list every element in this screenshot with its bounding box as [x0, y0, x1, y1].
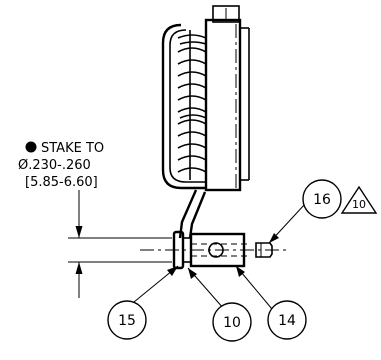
- balloon-10: 10: [212, 302, 252, 342]
- side-plate: [204, 5, 250, 192]
- pin-assembly: [140, 230, 288, 270]
- balloon-16: 16: [302, 179, 342, 219]
- spring-housing: [161, 23, 205, 190]
- bullet-icon: [25, 141, 37, 153]
- balloon-14: 14: [267, 300, 307, 340]
- balloon-15: 15: [107, 300, 147, 340]
- dimension-stake-diameter: [68, 190, 172, 298]
- balloon-10-label: 10: [223, 315, 241, 331]
- balloon-16-label: 16: [313, 192, 331, 208]
- balloon-14-label: 14: [278, 313, 296, 329]
- lever-arm: [178, 189, 207, 239]
- balloon-15-label: 15: [118, 313, 136, 329]
- note-line-1: STAKE TO: [41, 141, 104, 156]
- torsion-spring: [177, 30, 207, 180]
- leader-lines: [133, 203, 306, 310]
- stake-note: STAKE TO Ø.230-.260 [5.85-6.60]: [18, 141, 104, 190]
- note-line-2: Ø.230-.260: [18, 158, 91, 173]
- revision-flag-label: 10: [352, 198, 366, 211]
- note-line-3: [5.85-6.60]: [25, 175, 98, 190]
- revision-flag: 10: [340, 185, 378, 214]
